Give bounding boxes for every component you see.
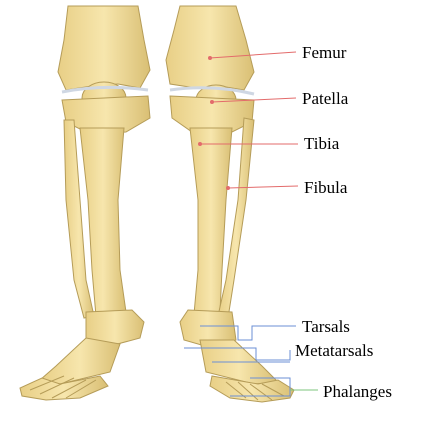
- tarsals-label: Tarsals: [302, 318, 350, 335]
- left-leg: [20, 6, 150, 400]
- femur-label: Femur: [302, 44, 346, 61]
- patella-label: Patella: [302, 90, 348, 107]
- fibula-label: Fibula: [304, 179, 347, 196]
- phalanges-label: Phalanges: [323, 383, 392, 400]
- right-femur-shape: [166, 6, 254, 90]
- left-metatarsals-shape: [40, 338, 120, 384]
- tibia-label: Tibia: [304, 135, 339, 152]
- right-leg: [166, 6, 294, 402]
- metatarsals-label: Metatarsals: [295, 342, 373, 359]
- left-femur-shape: [58, 6, 150, 90]
